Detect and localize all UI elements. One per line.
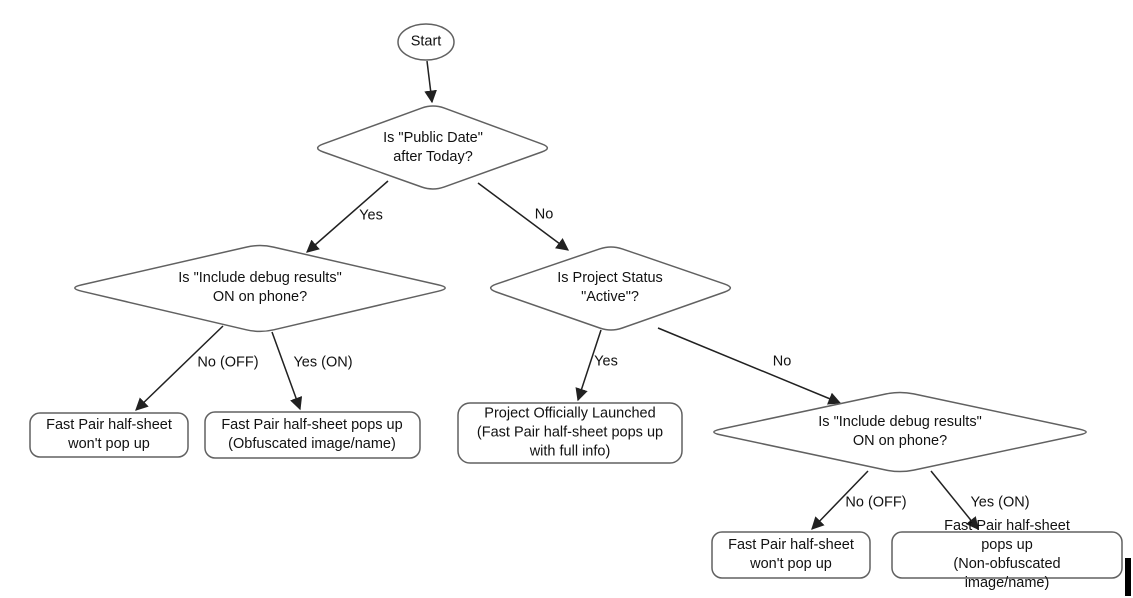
- result-wont-pop-up-right-label: Fast Pair half-sheet won't pop up: [728, 537, 854, 572]
- result-officially-launched-shape: [457, 402, 683, 464]
- decision-debug-right-shape: [713, 391, 1087, 473]
- edge-debug-right-no-off-arrow: [811, 470, 869, 530]
- text-cursor-bar: [1125, 558, 1131, 596]
- edge-project-status-no-arrow: [657, 327, 842, 405]
- decision-project-status-label: Is Project Status "Active"?: [557, 270, 663, 305]
- start-node-label: Start: [410, 33, 442, 50]
- decision-public-date-shape: [316, 105, 549, 190]
- edge-project-status-no-label: No: [772, 353, 792, 370]
- decision-project-status-shape: [489, 246, 732, 331]
- result-wont-pop-up-right-shape: [711, 531, 871, 579]
- decision-debug-left-shape: [74, 244, 446, 333]
- edge-project-status-yes-label: Yes: [594, 353, 618, 370]
- result-non-obfuscated-popup-label: Fast Pair half-sheet pops up (Non-obfusc…: [944, 518, 1070, 591]
- edge-debug-left-yes-on-arrow: [271, 331, 303, 411]
- edge-project-status-yes-arrow: [575, 329, 602, 402]
- result-officially-launched-label: Project Officially Launched (Fast Pair h…: [476, 405, 664, 460]
- start-node-shape: [397, 23, 455, 61]
- edge-start-to-public-date-arrow: [424, 60, 437, 104]
- edge-debug-left-yes-on-label: Yes (ON): [293, 354, 353, 371]
- result-wont-pop-up-left-shape: [29, 412, 189, 458]
- edge-public-date-no-label: No: [534, 206, 554, 223]
- edge-debug-left-no-off-arrow: [135, 325, 224, 411]
- decision-debug-left-label: Is "Include debug results" ON on phone?: [178, 270, 342, 305]
- decision-debug-right-label: Is "Include debug results" ON on phone?: [818, 414, 982, 449]
- edge-public-date-yes-arrow: [306, 180, 389, 253]
- edge-public-date-yes-label: Yes: [359, 207, 383, 224]
- edge-debug-right-yes-on-arrow: [930, 470, 979, 530]
- edge-debug-right-yes-on-label: Yes (ON): [970, 494, 1030, 511]
- edge-public-date-no-arrow: [477, 182, 570, 251]
- result-obfuscated-popup-label: Fast Pair half-sheet pops up (Obfuscated…: [221, 417, 403, 452]
- edge-debug-left-no-off-label: No (OFF): [197, 354, 259, 371]
- edge-debug-right-no-off-label: No (OFF): [845, 494, 907, 511]
- result-obfuscated-popup-shape: [204, 411, 421, 459]
- result-wont-pop-up-left-label: Fast Pair half-sheet won't pop up: [46, 417, 172, 452]
- decision-public-date-label: Is "Public Date" after Today?: [383, 130, 483, 165]
- result-non-obfuscated-popup-shape: [891, 531, 1123, 579]
